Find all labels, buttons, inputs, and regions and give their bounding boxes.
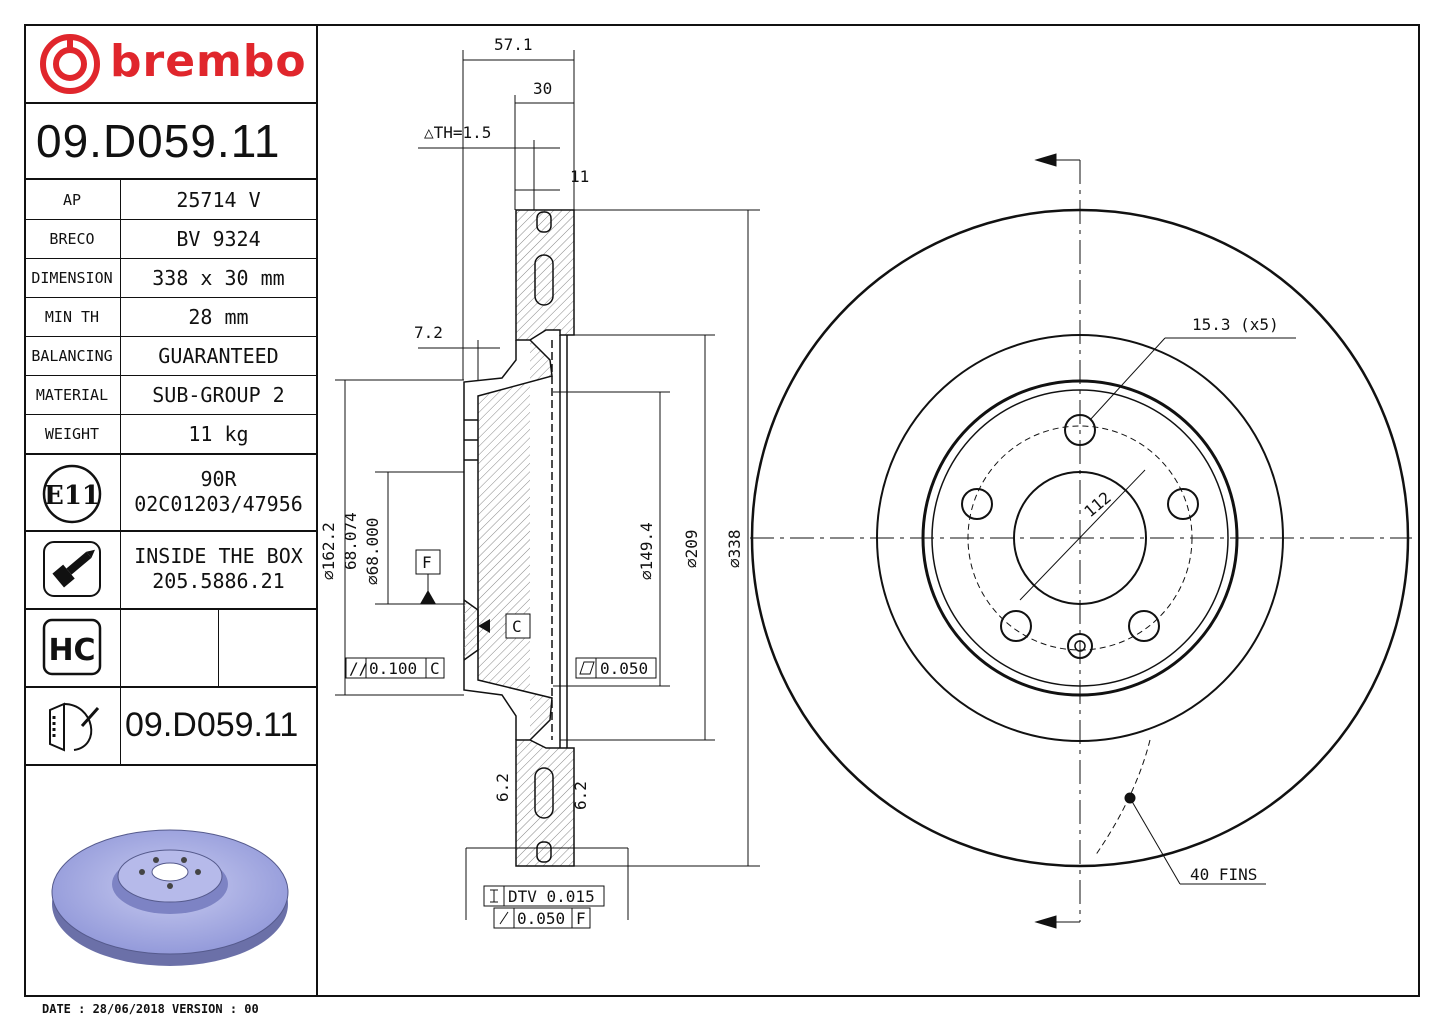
spec-label: BRECO — [24, 219, 121, 258]
disc-render-image — [51, 829, 289, 966]
spec-row: DIMENSION 338 x 30 mm — [24, 258, 316, 298]
dim-d-68b: ⌀68.000 — [363, 518, 382, 585]
screw-icon — [24, 530, 121, 608]
spec-row: WEIGHT 11 kg — [24, 414, 316, 455]
section-dimension-lines — [335, 50, 760, 920]
dim-d-68a: 68.074 — [341, 512, 360, 570]
bottom-part-number: 09.D059.11 — [125, 705, 299, 744]
dim-small-1: 6.2 — [493, 773, 512, 802]
hc-block: HC — [24, 608, 316, 688]
datum-f: F — [422, 553, 432, 572]
part-number: 09.D059.11 — [24, 102, 316, 180]
inside-box-block: INSIDE THE BOX 205.5886.21 — [24, 530, 316, 610]
footer-date: DATE : 28/06/2018 VERSION : 00 — [42, 1002, 259, 1016]
dim-th-tolerance: △TH=1.5 — [424, 123, 491, 142]
spec-row: BRECO BV 9324 — [24, 219, 316, 259]
dim-hat-offset: 7.2 — [414, 323, 443, 342]
spec-value: GUARANTEED — [158, 343, 279, 368]
dim-friction-ring: 11 — [570, 167, 589, 186]
spec-label: AP — [24, 180, 121, 219]
drawing-frame — [24, 24, 1420, 997]
inside-box-line-1: INSIDE THE BOX — [134, 544, 303, 568]
spec-value: 25714 V — [176, 187, 261, 212]
hc-badge-text: HC — [48, 633, 95, 668]
spec-label: MIN TH — [24, 297, 121, 336]
dim-bolt-hole: 15.3 (x5) — [1192, 315, 1279, 334]
svg-text://: // — [349, 659, 368, 678]
spec-value: 28 mm — [188, 304, 249, 329]
dim-d-209: ⌀209 — [682, 529, 701, 568]
spec-label: MATERIAL — [24, 375, 121, 414]
dim-d-162: ⌀162.2 — [319, 522, 338, 580]
parallel-tolerance: 0.100 — [369, 659, 417, 678]
section-view — [463, 209, 575, 867]
inside-box-line-2: 205.5886.21 — [152, 569, 285, 593]
cert-line-1: 90R — [200, 467, 237, 491]
spec-row: MIN TH 28 mm — [24, 297, 316, 337]
brembo-logo-icon — [40, 34, 100, 94]
spec-value: 338 x 30 mm — [152, 265, 285, 290]
hc-divider — [218, 608, 219, 686]
dtv-tolerance: DTV 0.015 — [508, 887, 595, 906]
front-view — [750, 153, 1412, 929]
spec-row: BALANCING GUARANTEED — [24, 336, 316, 376]
hc-badge: HC — [24, 608, 121, 686]
dim-d-149: ⌀149.4 — [637, 522, 656, 580]
certification-block: E11 90R 02C01203/47956 — [24, 454, 316, 532]
e-mark-icon: E11 — [24, 454, 121, 530]
spec-row: AP 25714 V — [24, 180, 316, 220]
spec-label: WEIGHT — [24, 414, 121, 453]
spec-label: DIMENSION — [24, 258, 121, 297]
datum-c: C — [512, 617, 522, 636]
tolerance-frames: F C // 0.100 C 0.050 DTV 0.015 0.050 F — [345, 549, 657, 929]
dim-small-2: 6.2 — [571, 781, 590, 810]
dim-pcd: 112 — [1080, 488, 1114, 521]
cert-line-2: 02C01203/47956 — [134, 492, 303, 516]
runout-tolerance: 0.050 — [517, 909, 565, 928]
spec-row: MATERIAL SUB-GROUP 2 — [24, 375, 316, 415]
spec-value: 11 kg — [188, 421, 249, 446]
spec-label: BALANCING — [24, 336, 121, 375]
info-sidebar: brembo 09.D059.11 AP 25714 V BRECO BV 9324… — [24, 24, 318, 997]
dim-thickness: 30 — [533, 79, 552, 98]
spec-value: BV 9324 — [176, 226, 261, 251]
dim-fins: 40 FINS — [1190, 865, 1257, 884]
bottom-part-block: 09.D059.11 — [24, 686, 316, 766]
section-dimension-labels: 57.1 30 △TH=1.5 11 7.2 ⌀162.2 68.074 ⌀68… — [319, 35, 744, 810]
brand-name: brembo — [110, 36, 307, 87]
flatness-tolerance: 0.050 — [600, 659, 648, 678]
disc-hat-icon — [24, 686, 121, 764]
e-mark-text: E11 — [44, 481, 100, 511]
svg-text:C: C — [430, 659, 440, 678]
brand-logo: brembo — [24, 24, 316, 104]
dim-d-338: ⌀338 — [725, 529, 744, 568]
spec-value: SUB-GROUP 2 — [152, 382, 285, 407]
dim-overall-width: 57.1 — [494, 35, 533, 54]
svg-text:F: F — [576, 909, 586, 928]
